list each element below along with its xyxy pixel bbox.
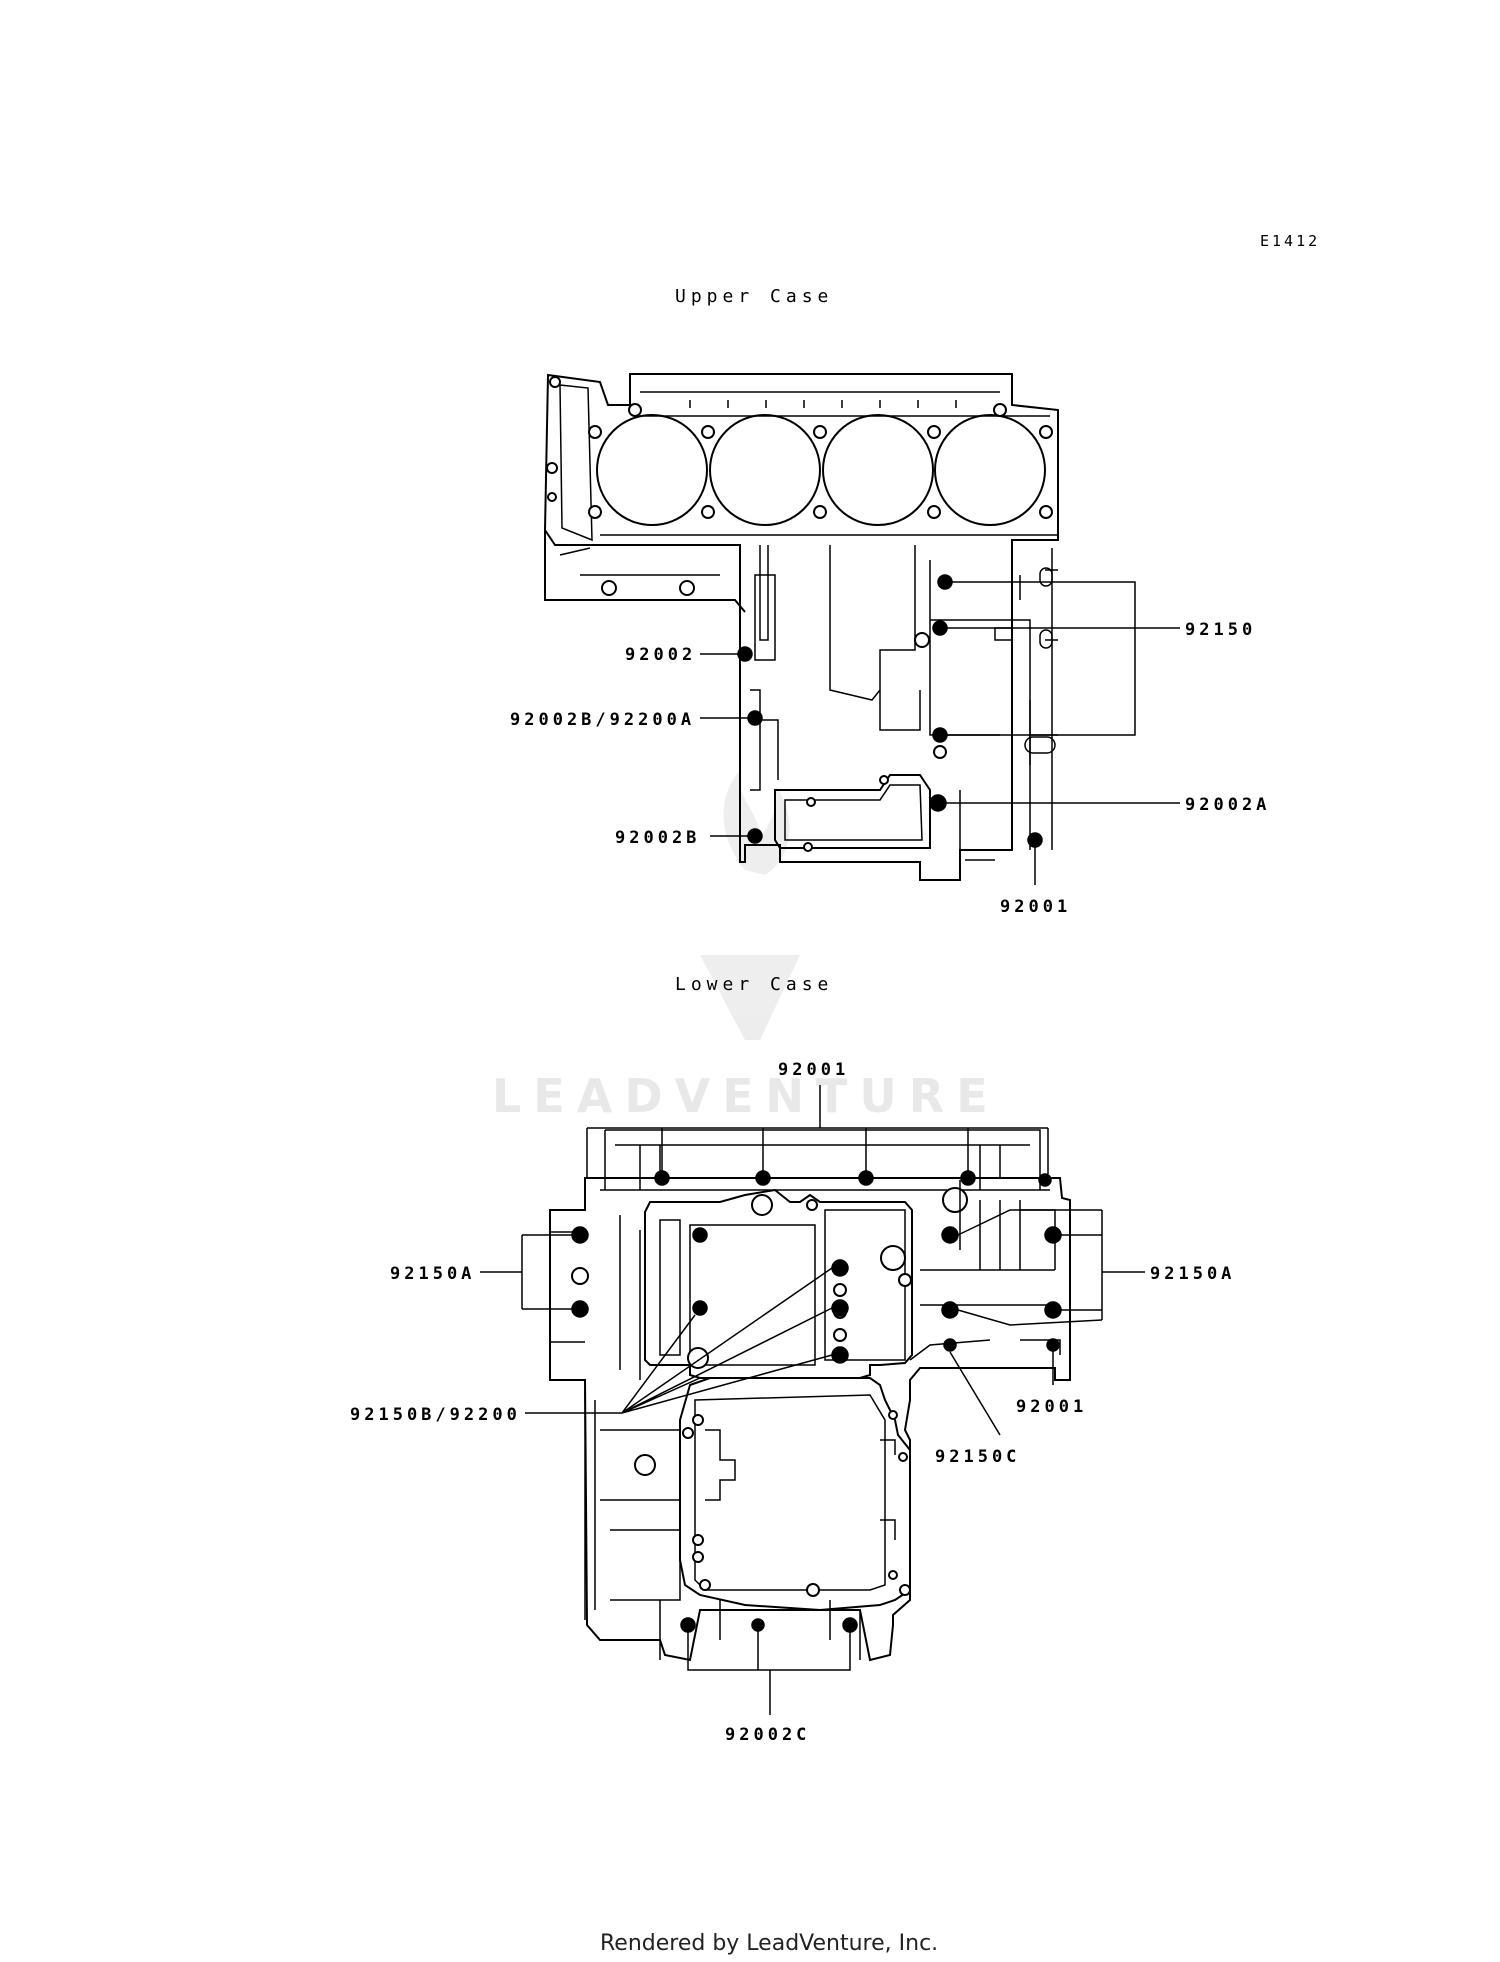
watermark: LEADVENTURE bbox=[492, 770, 1000, 1123]
label-92001-lower-right: 92001 bbox=[1016, 1397, 1087, 1417]
label-92002a: 92002A bbox=[1185, 795, 1270, 815]
label-92150c: 92150C bbox=[935, 1447, 1020, 1467]
label-92001-upper: 92001 bbox=[1000, 897, 1071, 917]
label-92002: 92002 bbox=[625, 645, 696, 665]
bolt-92002b-92200a bbox=[747, 710, 763, 726]
label-92001-lower-top: 92001 bbox=[778, 1060, 849, 1080]
watermark-text: LEADVENTURE bbox=[492, 1069, 1000, 1123]
bolt-92002a bbox=[929, 794, 947, 812]
upper-leaders bbox=[700, 581, 1180, 885]
lower-case-drawing bbox=[549, 1129, 1071, 1662]
bolt-92002b bbox=[747, 828, 763, 844]
label-92002b-92200a: 92002B/92200A bbox=[510, 710, 695, 730]
lower-case-title: Lower Case bbox=[675, 974, 833, 995]
label-92002c: 92002C bbox=[725, 1725, 810, 1745]
label-92150a-right: 92150A bbox=[1150, 1264, 1235, 1284]
bolt-92150-b bbox=[932, 620, 948, 636]
footer-text: Rendered by LeadVenture, Inc. bbox=[600, 1931, 938, 1956]
diagram-code: E1412 bbox=[1260, 232, 1320, 250]
upper-case-drawing bbox=[543, 373, 1059, 881]
label-92150-upper: 92150 bbox=[1185, 620, 1256, 640]
lower-leaders bbox=[480, 1085, 1145, 1715]
label-92150b-92200: 92150B/92200 bbox=[350, 1405, 521, 1425]
bolt-92002 bbox=[737, 646, 753, 662]
bolt-92150-a bbox=[937, 574, 953, 590]
upper-case-title: Upper Case bbox=[675, 286, 833, 307]
bolt-92001 bbox=[1027, 832, 1043, 848]
bolt-92150-c bbox=[932, 727, 948, 743]
label-92002b: 92002B bbox=[615, 828, 700, 848]
label-92150a-left: 92150A bbox=[390, 1264, 475, 1284]
